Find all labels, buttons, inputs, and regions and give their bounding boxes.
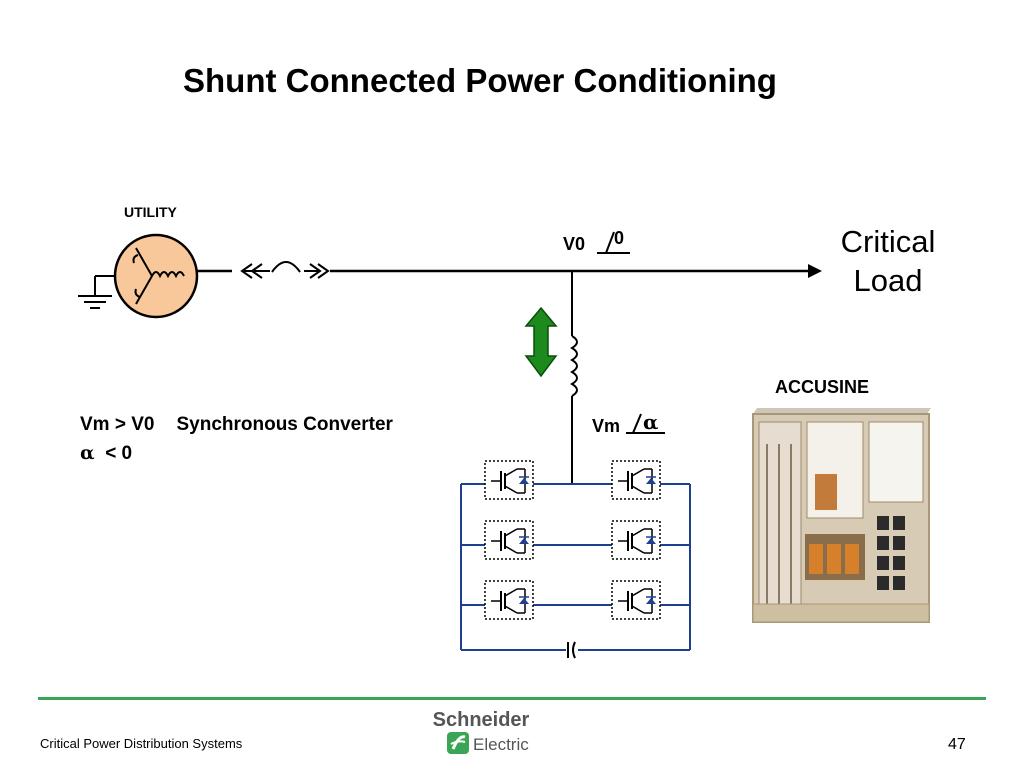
igbt-switch xyxy=(611,580,661,620)
bus-arrow-head xyxy=(808,264,822,278)
utility-label: UTILITY xyxy=(124,204,177,220)
slide-title: Shunt Connected Power Conditioning xyxy=(183,62,777,99)
utility-generator xyxy=(113,233,199,319)
critical-load-line1: Critical xyxy=(840,224,936,259)
schneider-electric-logo: Schneider Electric xyxy=(433,709,530,754)
shunt-branch xyxy=(570,271,578,484)
igbt-switch xyxy=(611,520,661,560)
footer-rule xyxy=(38,697,986,700)
vm-angle-symbol xyxy=(626,413,665,434)
igbt-switch xyxy=(611,460,661,500)
igbt-switch xyxy=(484,460,534,500)
disconnect-symbol xyxy=(232,261,330,280)
converter-bridge xyxy=(460,483,691,651)
ground-symbol xyxy=(78,275,115,309)
accusine-cabinet-image xyxy=(745,404,935,630)
footer-text: Critical Power Distribution Systems xyxy=(40,736,243,751)
accusine-label: ACCUSINE xyxy=(775,377,870,397)
v0-angle-value: 0 xyxy=(614,228,625,248)
logo-line1: Schneider xyxy=(433,709,530,731)
logo-line2: Electric xyxy=(473,735,529,754)
converter-mode: Synchronous Converter xyxy=(176,414,393,435)
alpha-symbol: α xyxy=(80,442,95,464)
critical-load-line2: Load xyxy=(853,263,923,298)
igbt-switch xyxy=(484,580,534,620)
igbt-switch xyxy=(484,520,534,560)
condition-line-2: α < 0 xyxy=(80,442,132,465)
page-number: 47 xyxy=(948,736,966,753)
alpha-condition: < 0 xyxy=(105,443,133,464)
v0-angle-symbol xyxy=(597,231,630,254)
vm-angle-value: α xyxy=(643,410,659,434)
v0-label: V0 xyxy=(563,234,586,254)
voltage-condition: Vm > V0 xyxy=(80,414,155,435)
vm-label: Vm xyxy=(592,416,621,436)
power-flow-arrow xyxy=(524,306,558,378)
condition-line-1: Vm > V0 Synchronous Converter xyxy=(80,414,393,436)
dc-capacitor xyxy=(567,641,576,659)
critical-load-label: Critical Load xyxy=(826,222,950,300)
